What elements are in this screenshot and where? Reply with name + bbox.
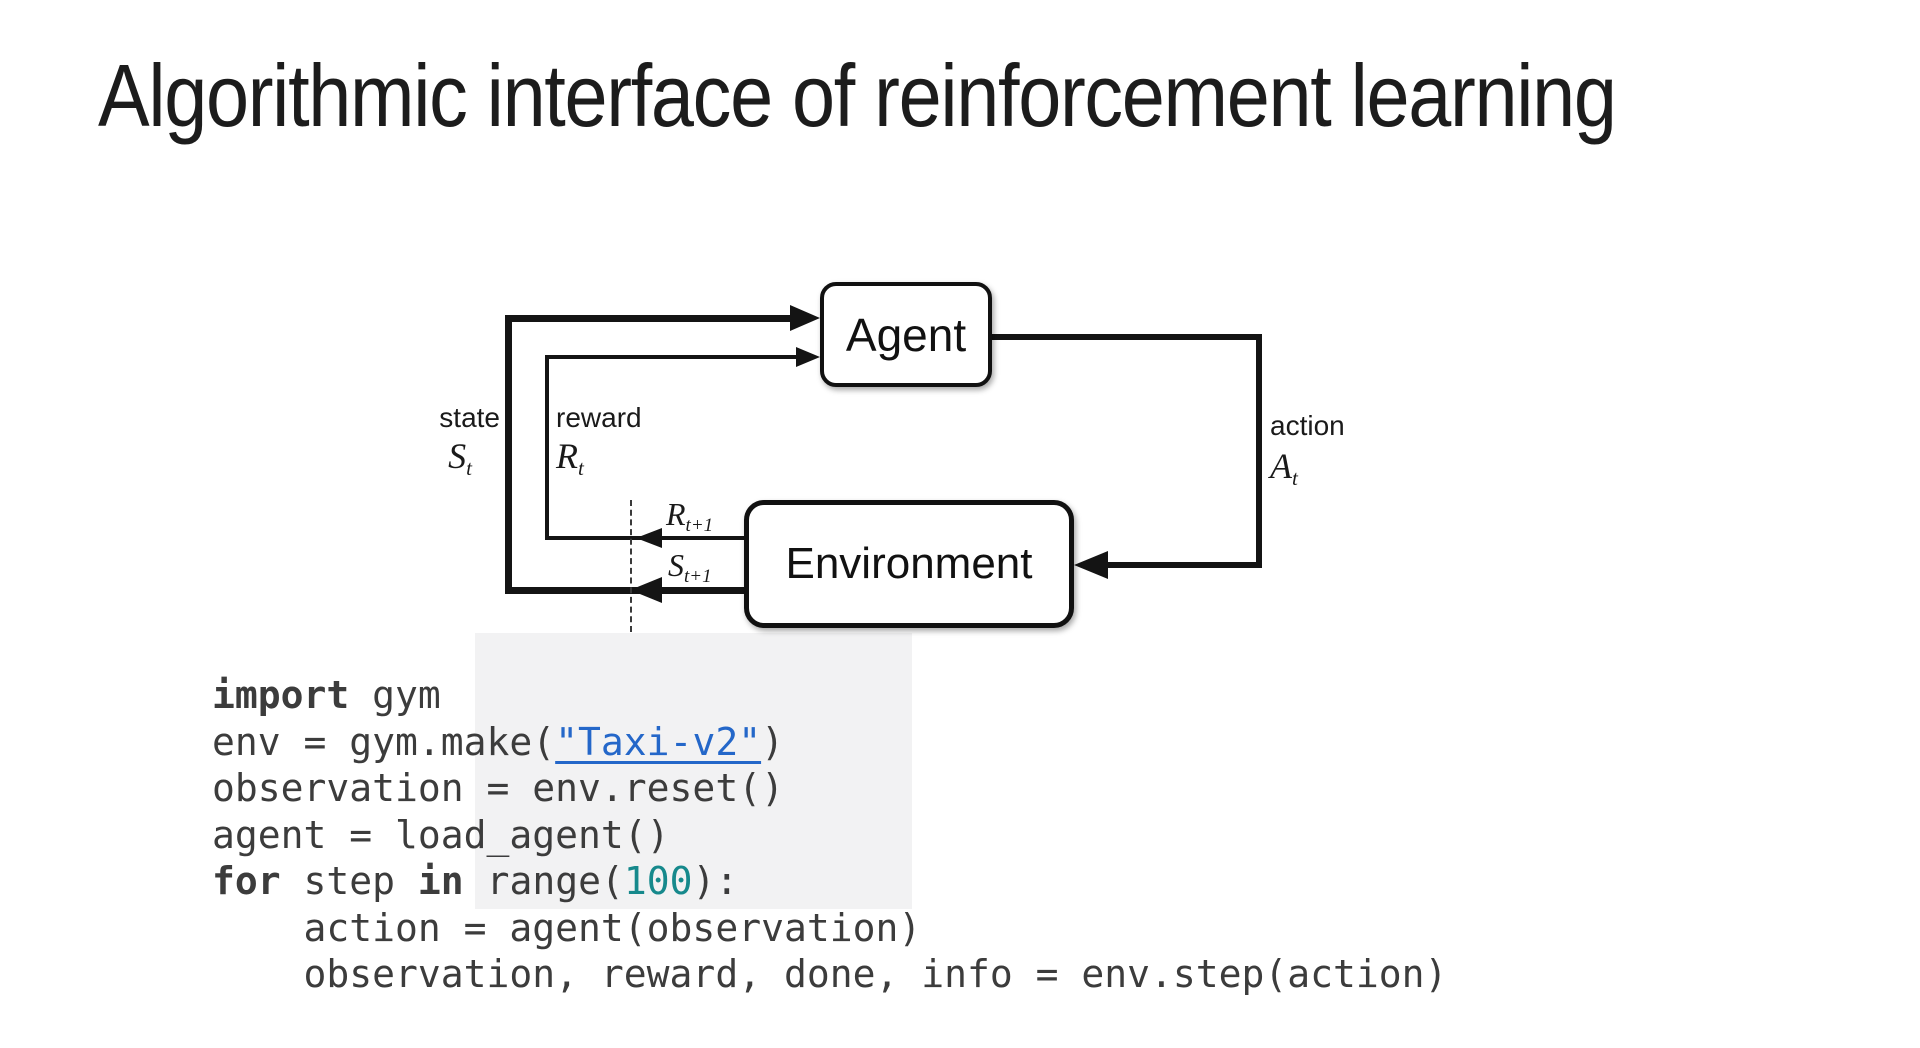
state-line-vertical bbox=[505, 315, 512, 594]
next-state-symbol: St+1 bbox=[668, 547, 712, 587]
reward-label: reward bbox=[556, 402, 642, 433]
code-line-make-env: env = gym.make("Taxi-v2") bbox=[212, 719, 784, 764]
reward-line-top bbox=[546, 355, 798, 359]
code-screenshot-background bbox=[475, 633, 912, 909]
code-line-for-loop: for step in range(100): bbox=[212, 859, 739, 903]
action-arrowhead-into-environment-icon bbox=[1074, 551, 1108, 579]
state-arrowhead-into-agent-icon bbox=[790, 305, 820, 331]
timestep-boundary-dashed-line bbox=[630, 500, 632, 632]
reward-symbol: Rt bbox=[556, 436, 584, 480]
code-line-import: import gym bbox=[212, 673, 441, 717]
state-line-top bbox=[505, 315, 792, 322]
reward-line-vertical bbox=[545, 355, 549, 540]
next-reward-symbol: Rt+1 bbox=[666, 496, 714, 536]
slide-title: Algorithmic interface of reinforcement l… bbox=[98, 46, 1617, 145]
state-line-bottom bbox=[505, 587, 744, 594]
reward-arrowhead-into-agent-icon bbox=[796, 347, 820, 367]
action-label: action bbox=[1270, 410, 1345, 441]
keyword-import: import bbox=[212, 673, 350, 717]
keyword-for: for bbox=[212, 859, 281, 903]
code-snippet: import gym env = gym.make("Taxi-v2") obs… bbox=[212, 672, 1447, 998]
code-line-step: observation, reward, done, info = env.st… bbox=[212, 952, 1448, 996]
state-label: state bbox=[439, 402, 500, 433]
agent-box: Agent bbox=[820, 282, 992, 387]
code-line-reset: observation = env.reset() bbox=[212, 766, 784, 810]
code-line-load-agent: agent = load_agent() bbox=[212, 812, 670, 857]
keyword-in: in bbox=[417, 859, 464, 903]
next-reward-arrowhead-icon bbox=[636, 528, 662, 548]
action-line-top bbox=[992, 334, 1262, 340]
code-line-action: action = agent(observation) bbox=[212, 905, 922, 950]
environment-box: Environment bbox=[744, 500, 1074, 628]
action-symbol: At bbox=[1270, 446, 1298, 490]
action-line-vertical bbox=[1256, 334, 1262, 568]
agent-box-label: Agent bbox=[845, 308, 967, 361]
taxi-v2-link[interactable]: "Taxi-v2" bbox=[555, 719, 762, 764]
number-literal: 100 bbox=[623, 859, 693, 903]
environment-box-label: Environment bbox=[785, 539, 1033, 588]
action-line-bottom bbox=[1100, 562, 1262, 568]
next-state-arrowhead-icon bbox=[630, 577, 662, 603]
state-symbol: St bbox=[448, 436, 472, 480]
